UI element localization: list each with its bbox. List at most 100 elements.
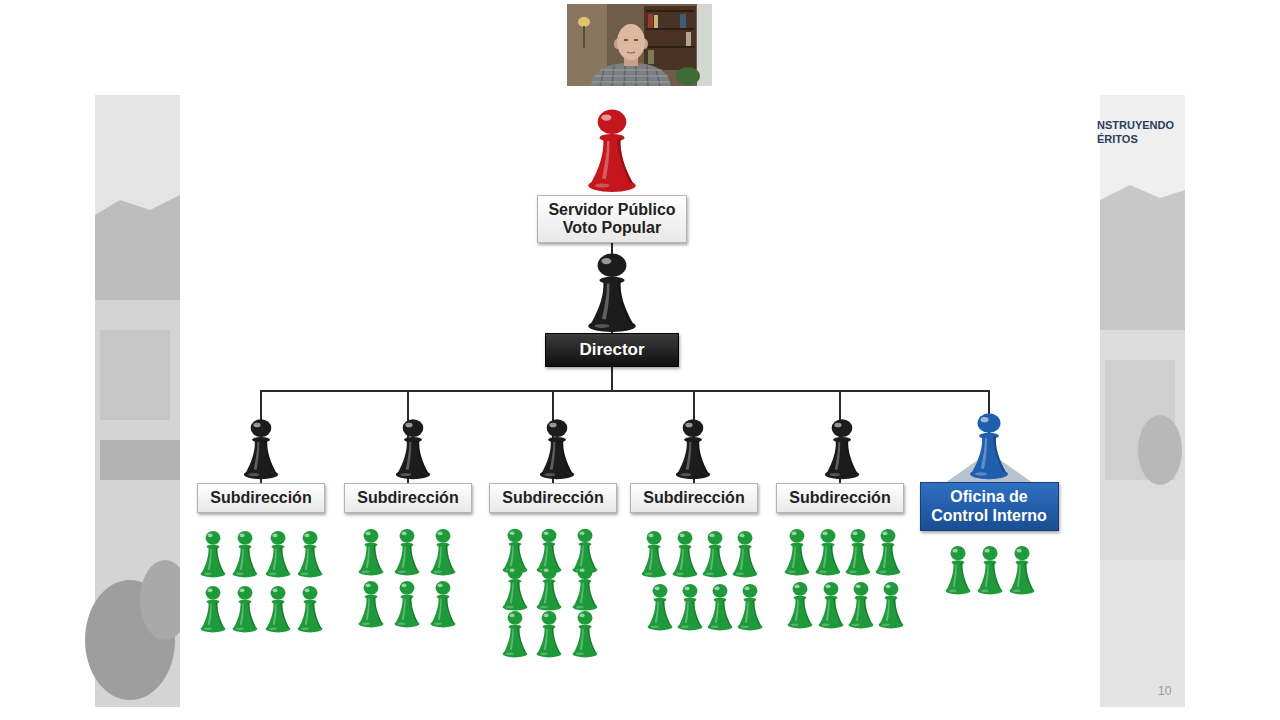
book bbox=[654, 15, 658, 28]
book bbox=[648, 14, 653, 28]
green-pawn bbox=[266, 531, 291, 578]
green-pawn bbox=[233, 531, 258, 578]
subdirectorate-box: Subdirección bbox=[489, 483, 617, 513]
green-pawn bbox=[431, 529, 456, 576]
book bbox=[680, 14, 686, 28]
shelf-line bbox=[646, 28, 694, 30]
mouth bbox=[627, 52, 635, 53]
connector-line bbox=[612, 367, 989, 482]
black-pawn bbox=[540, 419, 574, 479]
subdirectorate-box: Subdirección bbox=[630, 483, 758, 513]
black-pawn bbox=[676, 419, 710, 479]
green-pawn bbox=[573, 611, 598, 658]
node-label: Servidor Público Voto Popular bbox=[545, 201, 679, 238]
node-label: Oficina de Control Interno bbox=[926, 488, 1053, 525]
green-pawn bbox=[708, 584, 733, 631]
green-pawn bbox=[673, 531, 698, 578]
green-pawn bbox=[703, 531, 728, 578]
green-pawn bbox=[849, 582, 874, 629]
green-pawn bbox=[819, 582, 844, 629]
green-pawn bbox=[738, 584, 763, 631]
connector-line bbox=[612, 367, 840, 483]
green-pawn bbox=[395, 529, 420, 576]
building-shape bbox=[100, 330, 170, 420]
elected-official-box: Servidor Público Voto Popular bbox=[537, 195, 687, 243]
green-pawn bbox=[785, 529, 810, 576]
shirt bbox=[590, 63, 671, 86]
plant bbox=[676, 67, 700, 85]
node-label: Director bbox=[579, 340, 644, 360]
green-pawn bbox=[298, 586, 323, 633]
shelf-line bbox=[646, 46, 694, 48]
webcam-thumbnail bbox=[567, 4, 712, 86]
lamp-shade bbox=[578, 17, 590, 27]
sky-area bbox=[1100, 95, 1185, 205]
green-pawn bbox=[788, 582, 813, 629]
node-label: Subdirección bbox=[210, 489, 311, 507]
green-pawn bbox=[846, 529, 871, 576]
green-pawn bbox=[395, 581, 420, 628]
book bbox=[686, 32, 691, 46]
shirt-check bbox=[592, 70, 670, 82]
webcam-frame bbox=[567, 4, 712, 86]
node-label: Subdirección bbox=[643, 489, 744, 507]
green-pawn bbox=[359, 529, 384, 576]
street-area bbox=[1100, 560, 1185, 707]
black-pawn bbox=[244, 419, 278, 479]
building-shape bbox=[100, 440, 180, 480]
green-pawn bbox=[201, 586, 226, 633]
book bbox=[648, 50, 654, 64]
node-label: Subdirección bbox=[502, 489, 603, 507]
green-pawn bbox=[201, 531, 226, 578]
green-pawn bbox=[876, 529, 901, 576]
green-pawn bbox=[503, 566, 528, 611]
eyes bbox=[624, 39, 638, 41]
brand-text: ÉRITOS bbox=[1097, 133, 1138, 145]
green-pawn bbox=[266, 586, 291, 633]
green-pawn bbox=[733, 531, 758, 578]
green-pawn bbox=[978, 546, 1003, 594]
sky-area bbox=[95, 95, 180, 215]
green-pawn bbox=[359, 581, 384, 628]
subdirectorate-box: Subdirección bbox=[344, 483, 472, 513]
green-pawn bbox=[503, 611, 528, 658]
green-pawn bbox=[816, 529, 841, 576]
connector-line bbox=[261, 367, 612, 483]
green-pawn bbox=[1010, 546, 1035, 594]
tree-shape bbox=[1138, 415, 1182, 485]
face bbox=[617, 24, 645, 60]
green-pawn bbox=[946, 546, 971, 594]
green-pawn bbox=[431, 581, 456, 628]
black-pawn bbox=[588, 254, 636, 332]
slide-area bbox=[180, 95, 1100, 707]
lamp-stand bbox=[583, 26, 585, 48]
subdirectorate-box: Subdirección bbox=[776, 483, 904, 513]
green-pawn bbox=[678, 584, 703, 631]
green-pawn bbox=[537, 566, 562, 611]
hill-shape bbox=[95, 195, 180, 300]
black-pawn bbox=[825, 419, 859, 479]
blue-pawn bbox=[970, 413, 1008, 479]
green-pawn bbox=[537, 611, 562, 658]
green-pawn bbox=[879, 582, 904, 629]
node-label: Subdirección bbox=[357, 489, 458, 507]
brand-text: NSTRUYENDO bbox=[1097, 119, 1174, 131]
red-pawn bbox=[588, 110, 636, 192]
green-pawn bbox=[642, 531, 667, 578]
green-pawn bbox=[233, 586, 258, 633]
internal-control-box: Oficina de Control Interno bbox=[920, 482, 1059, 531]
node-label: Subdirección bbox=[789, 489, 890, 507]
director-box: Director bbox=[545, 333, 679, 367]
green-pawn bbox=[648, 584, 673, 631]
black-pawn bbox=[396, 419, 430, 479]
green-pawn bbox=[573, 566, 598, 611]
bookshelf bbox=[644, 6, 696, 70]
side-panel bbox=[1100, 95, 1185, 707]
hill-shape bbox=[1100, 185, 1185, 330]
green-pawn bbox=[298, 531, 323, 578]
page-number: 10 bbox=[1158, 684, 1171, 698]
shelf-line bbox=[646, 10, 694, 12]
shirt-check bbox=[600, 64, 660, 86]
subdirectorate-box: Subdirección bbox=[197, 483, 325, 513]
